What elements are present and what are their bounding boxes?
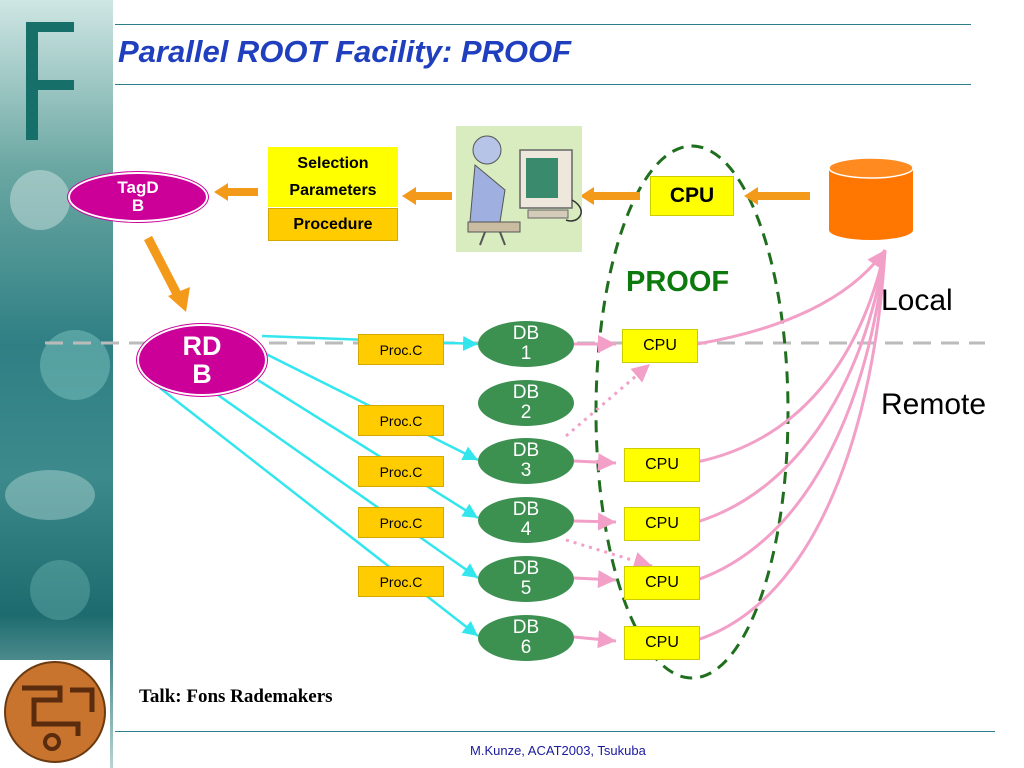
user-at-computer-illustration — [456, 126, 582, 252]
footer-text: M.Kunze, ACAT2003, Tsukuba — [470, 743, 646, 758]
db-node-5: DB 5 — [478, 556, 574, 602]
decorative-sidebar — [0, 0, 113, 768]
rdb-node: RD B — [137, 324, 267, 396]
procedure-box: Procedure — [268, 208, 398, 241]
title-bottom-rule — [115, 84, 971, 85]
proc-c-box: Proc.C — [358, 456, 444, 487]
proc-c-box: Proc.C — [358, 334, 444, 365]
cpu-to-storage-links — [696, 249, 887, 642]
cross-site-links — [565, 362, 653, 570]
selection-parameters-box: Selection Parameters — [268, 147, 398, 207]
footer-rule — [115, 731, 995, 732]
db-node-6: DB 6 — [478, 615, 574, 661]
cpu-node: CPU — [624, 448, 700, 482]
tagdb-node: TagD B — [68, 172, 208, 222]
proc-c-box: Proc.C — [358, 507, 444, 538]
cpu-node: CPU — [622, 329, 698, 363]
db-node-2: DB 2 — [478, 380, 574, 426]
db-node-3: DB 3 — [478, 438, 574, 484]
logo-f-mark — [26, 22, 76, 142]
top-cpu-box: CPU — [650, 176, 734, 216]
top-row-arrows — [144, 183, 810, 312]
db-node-4: DB 4 — [478, 497, 574, 543]
conference-logo-seal — [0, 660, 110, 768]
arrow-tagdb-to-rdb — [144, 235, 182, 299]
title-top-rule — [115, 24, 971, 25]
cpu-node: CPU — [624, 626, 700, 660]
talk-credit: Talk: Fons Rademakers — [139, 686, 333, 707]
proof-boundary — [594, 144, 790, 680]
proof-label: PROOF — [626, 266, 730, 298]
storage-cylinder — [828, 157, 914, 240]
remote-label: Remote — [881, 388, 987, 421]
proc-c-box: Proc.C — [358, 566, 444, 597]
slide-title: Parallel ROOT Facility: PROOF — [118, 34, 572, 69]
db-to-cpu-links — [573, 335, 617, 649]
cpu-node: CPU — [624, 566, 700, 600]
local-label: Local — [881, 284, 953, 317]
cpu-node: CPU — [624, 507, 700, 541]
db-node-1: DB 1 — [478, 321, 574, 367]
proc-c-box: Proc.C — [358, 405, 444, 436]
